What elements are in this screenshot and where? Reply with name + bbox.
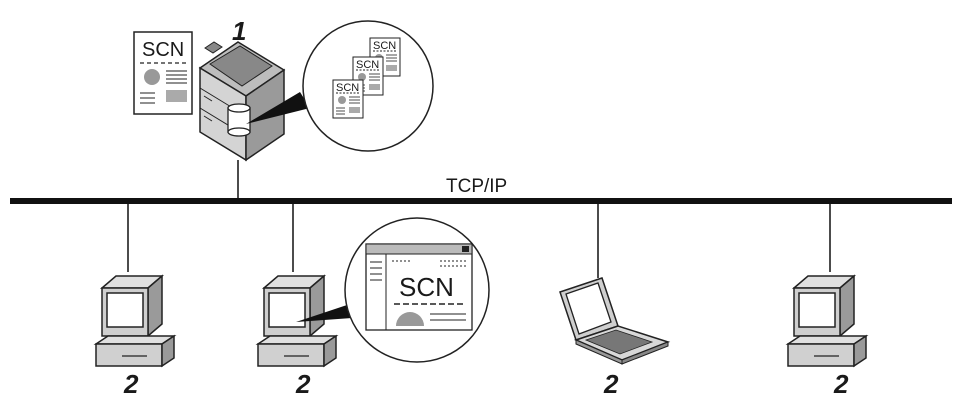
client-number-label: 2 <box>295 369 311 398</box>
network-label: TCP/IP <box>446 176 507 197</box>
svg-text:SCN: SCN <box>142 39 184 61</box>
stored-document-stack-icon: SCN SCN SCN <box>332 37 401 119</box>
multifunction-machine-icon <box>198 41 286 162</box>
machine-number-label: 1 <box>232 16 246 46</box>
laptop-computer-icon <box>559 277 671 365</box>
svg-text:SCN: SCN <box>356 59 379 71</box>
hard-disk-icon <box>227 103 251 137</box>
svg-text:SCN: SCN <box>373 40 396 52</box>
desktop-computer-icon <box>257 275 337 367</box>
callout-pointer <box>246 92 310 124</box>
callout-pointer <box>296 304 352 322</box>
client-number-label: 2 <box>833 369 849 398</box>
file-window-icon: SCN <box>365 243 473 331</box>
svg-text:SCN: SCN <box>336 82 359 94</box>
desktop-computer-icon <box>787 275 867 367</box>
svg-text:SCN: SCN <box>399 272 454 302</box>
client-number-label: 2 <box>603 369 619 398</box>
desktop-computer-icon <box>95 275 175 367</box>
client-number-label: 2 <box>123 369 139 398</box>
tcp-ip-network-bus <box>10 198 952 204</box>
scanned-document-icon: SCN <box>133 31 193 115</box>
